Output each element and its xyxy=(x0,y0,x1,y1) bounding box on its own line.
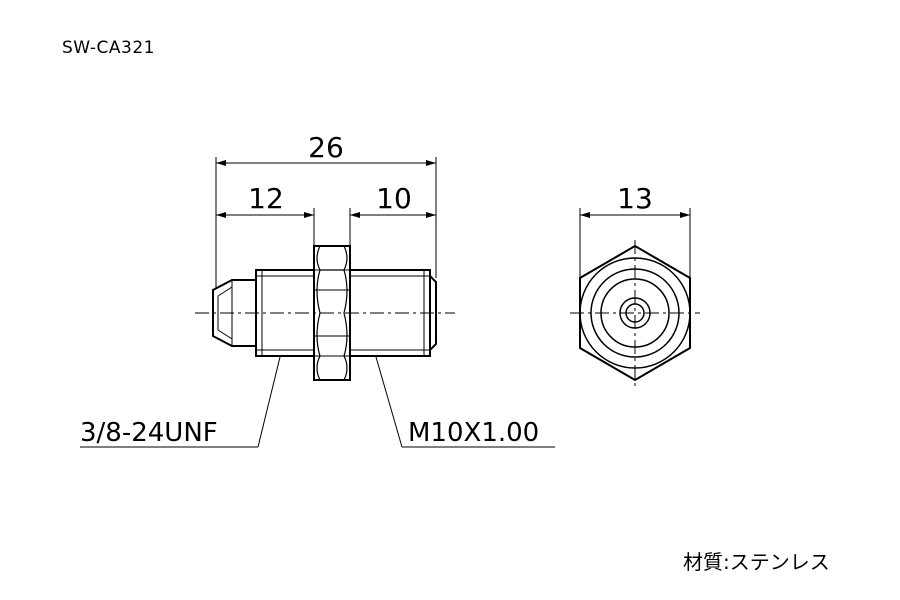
bore-inner xyxy=(625,303,645,323)
dim-right-length xyxy=(349,208,436,245)
dim-overall-length xyxy=(215,157,437,288)
dim-hex-width xyxy=(579,208,691,277)
end-view xyxy=(570,240,700,386)
dim-left-length-label: 12 xyxy=(248,182,284,215)
dim-right-length-label: 10 xyxy=(376,182,412,215)
thread-callout-left: 3/8-24UNF xyxy=(80,418,218,448)
leader-left-thread xyxy=(80,356,281,448)
part-number: SW-CA321 xyxy=(62,38,155,58)
bore-outer xyxy=(619,297,651,329)
dim-hex-width-label: 13 xyxy=(617,182,653,215)
dim-overall-length-label: 26 xyxy=(308,131,344,164)
leader-right-thread xyxy=(375,356,555,448)
material-note: 材質:ステンレス xyxy=(683,550,830,574)
dim-left-length xyxy=(216,208,315,245)
outer-ring xyxy=(590,268,680,358)
thread-callout-right: M10X1.00 xyxy=(408,418,539,448)
middle-ring xyxy=(600,278,670,348)
hex-outline xyxy=(579,244,691,382)
side-view xyxy=(195,245,455,381)
hex-chamfer-circle xyxy=(579,257,691,369)
